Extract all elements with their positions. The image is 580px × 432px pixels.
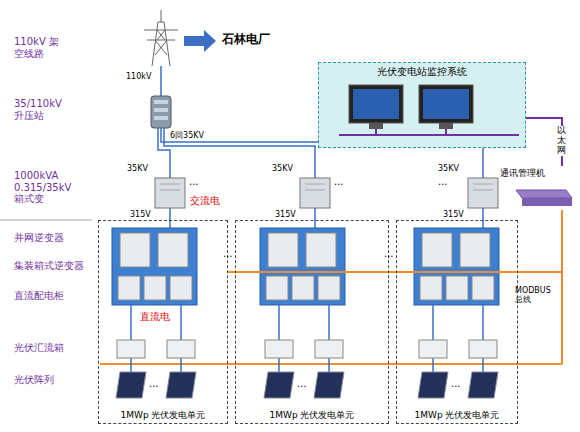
annotation: 315V [130,210,160,219]
layer-label: 集装箱式逆变器 [14,260,94,272]
annotation: 35KV [272,164,302,173]
annotation: 石林电厂 [222,33,292,47]
layer-label: 直流配电柜 [14,290,94,302]
annotation: MODBUS 总线 [515,286,559,304]
annotation: 直流电 [140,311,180,323]
annotation: 6回35KV [170,131,220,140]
connector [518,210,562,272]
comm-manager: 通讯管理机 [498,166,580,210]
layer-label: 1000kVA 0.315/35kV 箱式变 [14,170,76,205]
annotation: 交流电 [190,195,230,207]
pv-unit-box: 1MWp 光伏发电单元 [235,220,389,424]
ellipsis-mark: ... [223,248,237,260]
annotation: 315V [275,210,305,219]
unit-label: 1MWp 光伏发电单元 [99,410,227,420]
monitor-system-box: 光伏变电站监控系统 [318,62,526,148]
edge-label: 以太网 [557,126,566,156]
pv-unit-box: 1MWp 光伏发电单元 [396,220,518,424]
annotation: 35KV [127,164,157,173]
ellipsis-mark: ... [334,176,354,188]
device-label: 通讯管理机 [498,166,580,178]
ellipsis-mark: ... [438,176,458,188]
layer-label: 并网逆变器 [14,232,94,244]
ellipsis-mark: ... [451,378,471,390]
annotation: 35KV [438,164,468,173]
ellipsis-mark: ... [384,248,398,260]
layer-label: 光伏汇流箱 [14,342,94,354]
layer-label: 光伏阵列 [14,374,94,386]
annotation: 110kV [126,72,158,81]
system-title: 光伏变电站监控系统 [319,63,525,78]
annotation: 315V [443,210,473,219]
ellipsis-mark: ... [297,378,317,390]
unit-label: 1MWp 光伏发电单元 [397,410,517,420]
ellipsis-mark: ... [189,176,209,188]
unit-label: 1MWp 光伏发电单元 [236,410,388,420]
layer-label: 35/110kV 升压站 [14,98,70,121]
layer-label: 110kV 架空线路 [14,36,64,59]
ellipsis-mark: ... [149,378,169,390]
